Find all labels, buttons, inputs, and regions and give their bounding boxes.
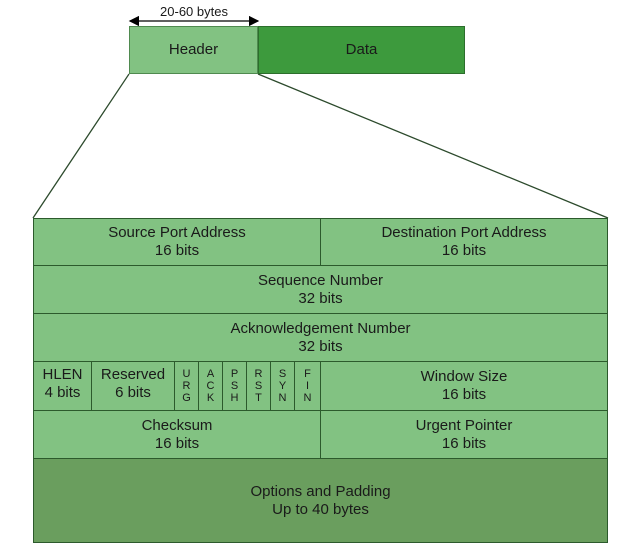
checksum-field: Checksum 16 bits: [33, 410, 321, 459]
reserved-size: 6 bits: [115, 384, 151, 401]
sequence-number-field: Sequence Number 32 bits: [33, 265, 608, 314]
reserved-field: Reserved 6 bits: [91, 361, 175, 411]
checksum-name: Checksum: [141, 416, 213, 434]
tcp-header-table: Source Port Address 16 bits Destination …: [33, 218, 608, 543]
destination-port-field: Destination Port Address 16 bits: [320, 218, 608, 266]
destination-port-name: Destination Port Address: [381, 224, 547, 241]
options-padding-size: Up to 40 bytes: [272, 500, 369, 518]
window-size-name: Window Size: [420, 368, 508, 385]
hlen-name: HLEN: [42, 366, 83, 383]
reserved-name: Reserved: [100, 366, 166, 383]
window-size-size: 16 bits: [441, 386, 487, 403]
options-padding-field: Options and Padding Up to 40 bytes: [33, 458, 608, 543]
source-port-name: Source Port Address: [108, 224, 246, 241]
checksum-size: 16 bits: [154, 434, 200, 452]
acknowledgement-number-size: 32 bits: [298, 337, 343, 355]
acknowledgement-number-name: Acknowledgement Number: [230, 319, 411, 337]
acknowledgement-number-field: Acknowledgement Number 32 bits: [33, 313, 608, 362]
urgent-pointer-name: Urgent Pointer: [415, 416, 513, 434]
header-size-label: 20-60 bytes: [160, 4, 228, 19]
hlen-size: 4 bits: [44, 384, 81, 401]
zoom-line-left: [32, 73, 130, 219]
source-port-size: 16 bits: [154, 242, 200, 259]
header-block-label: Header: [168, 41, 219, 58]
source-port-field: Source Port Address 16 bits: [33, 218, 321, 266]
zoom-line-right: [257, 73, 609, 219]
urgent-pointer-field: Urgent Pointer 16 bits: [320, 410, 608, 459]
urgent-pointer-size: 16 bits: [441, 434, 487, 452]
destination-port-size: 16 bits: [441, 242, 487, 259]
sequence-number-name: Sequence Number: [257, 271, 384, 289]
options-padding-name: Options and Padding: [250, 482, 391, 500]
sequence-number-size: 32 bits: [298, 289, 343, 307]
hlen-field: HLEN 4 bits: [33, 361, 92, 411]
data-block-label: Data: [345, 41, 378, 58]
data-block: Data: [258, 26, 465, 74]
header-block: Header: [129, 26, 258, 74]
window-size-field: Window Size 16 bits: [320, 361, 608, 411]
